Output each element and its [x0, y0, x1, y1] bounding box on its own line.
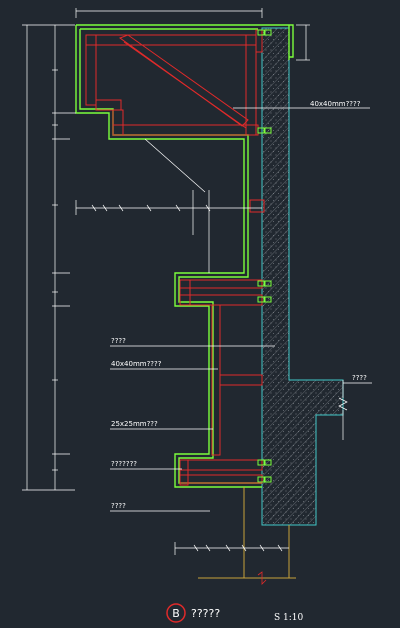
- drawing-scale: S 1:10: [274, 613, 304, 623]
- detail-marker-letter: B: [172, 607, 180, 620]
- annotation-label-a: ????: [111, 337, 126, 345]
- annotation-steel-tube-small: 25x25mm???: [111, 420, 158, 428]
- dimension-lines: [22, 8, 310, 585]
- anchor-bolts: [257, 29, 272, 483]
- annotation-leaders: [110, 107, 372, 512]
- title-block: B ????? S 1:10: [166, 603, 304, 623]
- filler-lines: [198, 487, 296, 579]
- annotation-slab: ????: [352, 374, 367, 382]
- annotation-base: ????: [111, 502, 126, 510]
- concrete-wall: [261, 27, 348, 526]
- annotation-bolts: ???????: [111, 460, 137, 468]
- annotation-steel-tube-top: 40x40mm????: [310, 100, 361, 108]
- detail-marker-circle: [166, 603, 186, 623]
- annotation-steel-tube-mid: 40x40mm????: [111, 360, 162, 368]
- drawing-title: ?????: [191, 607, 220, 620]
- steel-frame: [85, 29, 265, 486]
- finish-outline: [75, 24, 294, 488]
